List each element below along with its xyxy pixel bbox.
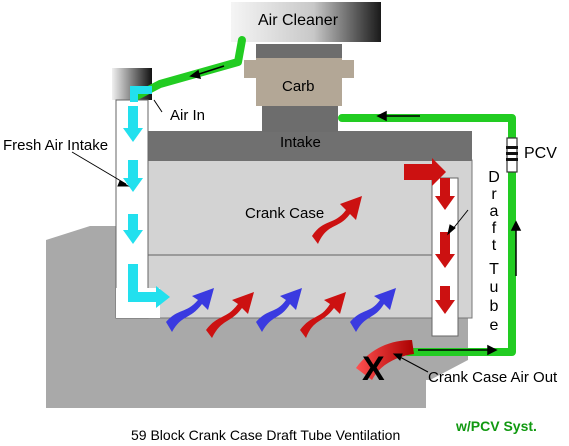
fresh-air-intake-label: Fresh Air Intake	[3, 137, 108, 154]
crank-outlet	[356, 340, 414, 380]
fresh-air-arrow-down	[123, 106, 143, 142]
blue-arrow	[350, 288, 396, 332]
fresh-air-arrow-down	[123, 214, 143, 244]
carb-label: Carb	[282, 78, 315, 95]
intake-label: Intake	[280, 134, 321, 151]
air-in-label: Air In	[170, 107, 205, 124]
draft-tube-letter: u	[490, 279, 499, 296]
caption-suffix: w/PCV Syst.	[455, 418, 537, 434]
fresh-air-arrow-down	[123, 160, 143, 192]
draft-tube-letter: D	[488, 169, 500, 186]
crank-case-air-out-label: Crank Case Air Out	[428, 369, 558, 386]
pcv-label: PCV	[524, 145, 557, 162]
draft-tube-letter: a	[490, 203, 499, 220]
draft-tube-letter: e	[490, 317, 499, 334]
crank-case-label: Crank Case	[245, 205, 324, 222]
intake-manifold	[130, 131, 472, 161]
leader-lines	[71, 99, 469, 373]
red-flow-arrows	[206, 158, 455, 338]
red-arrow-down	[435, 286, 455, 314]
red-arrow	[312, 196, 362, 244]
pcv-valve	[506, 137, 518, 173]
blue-arrow	[166, 288, 214, 332]
draft-tube-letter: T	[489, 261, 499, 278]
red-arrow-down	[435, 178, 455, 210]
draft-tube-letter: b	[490, 298, 499, 315]
blue-arrow	[256, 288, 302, 332]
caption-main: 59 Block Crank Case Draft Tube Ventilati…	[131, 427, 400, 443]
carburetor	[244, 44, 354, 132]
draft-tube-label: D r a f t T u b e	[488, 169, 500, 334]
draft-tube-letter: t	[492, 237, 497, 254]
blocked-x-mark: X	[362, 350, 385, 388]
hose-direction-arrows	[189, 65, 522, 356]
fresh-air-arrow-corner	[128, 264, 170, 308]
fresh-air-arrows	[123, 86, 170, 308]
red-arrow	[404, 158, 446, 186]
draft-tube-letter: f	[492, 220, 497, 237]
red-arrow	[206, 292, 254, 338]
air-cleaner	[231, 2, 381, 42]
red-arrow-down	[435, 232, 455, 268]
red-arrow	[300, 292, 346, 338]
air-cleaner-label: Air Cleaner	[258, 12, 339, 29]
draft-tube-letter: r	[491, 186, 497, 203]
blue-flow-arrows	[166, 288, 396, 332]
